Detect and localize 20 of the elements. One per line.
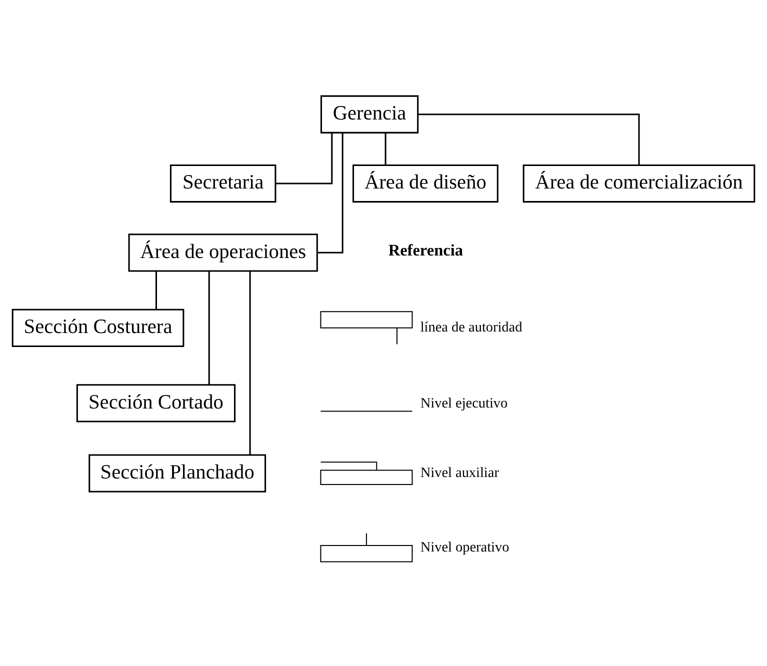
node-box: Área de operaciones (128, 234, 318, 272)
node-box: Secretaria (170, 164, 276, 203)
connector (276, 132, 333, 184)
label: Referencia (388, 242, 463, 260)
legend-label: Nivel ejecutivo (420, 395, 508, 412)
legend-label: línea de autoridad (420, 320, 522, 336)
node-box: Área de comercialización (522, 164, 756, 203)
legend-label: Nivel operativo (420, 539, 510, 556)
node-box: Área de diseño (352, 164, 498, 203)
connector (317, 132, 344, 254)
connector (418, 114, 640, 165)
node-box: Sección Costurera (12, 308, 184, 347)
connector (249, 271, 251, 455)
connector (208, 271, 210, 385)
connector (155, 271, 157, 310)
connector (384, 132, 386, 165)
node-box: Sección Cortado (76, 384, 236, 422)
node-box: Gerencia (320, 95, 419, 134)
node-box: Sección Planchado (88, 454, 266, 492)
legend-label: Nivel auxiliar (420, 465, 499, 482)
